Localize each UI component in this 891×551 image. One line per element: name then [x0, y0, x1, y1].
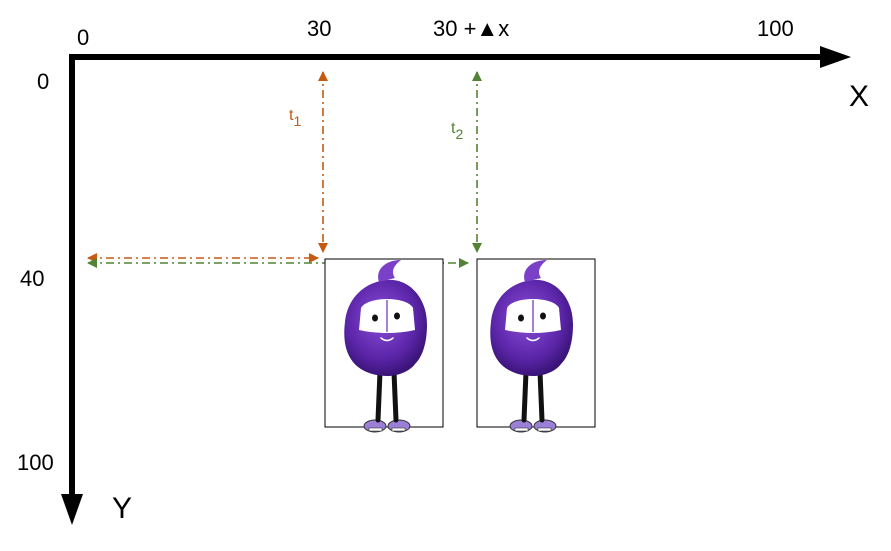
t1-label-base: t — [289, 107, 294, 124]
y-axis — [61, 54, 83, 525]
y-tick-0: 0 — [37, 69, 49, 94]
t1-label: t1 — [289, 107, 301, 129]
frame-t2 — [476, 259, 596, 432]
y-axis-arrowhead — [61, 494, 83, 525]
x-tick-100: 100 — [757, 16, 794, 41]
y-tick-40: 40 — [20, 266, 44, 291]
frame-t1 — [324, 259, 444, 432]
x-tick-30: 30 — [307, 16, 331, 41]
x-tick-0: 0 — [77, 25, 89, 50]
t1-guides — [87, 71, 328, 263]
t2-guides — [87, 71, 482, 268]
t1-label-sub: 1 — [293, 113, 301, 129]
t2-label: t2 — [451, 120, 463, 142]
x-axis-arrowhead — [820, 46, 851, 68]
x-axis — [72, 46, 851, 68]
x-axis-label: X — [849, 80, 869, 113]
y-axis-label: Y — [112, 492, 132, 525]
t2-label-sub: 2 — [455, 126, 463, 142]
y-tick-100: 100 — [17, 450, 54, 475]
x-tick-30-plus-dx: 30 +▲x — [433, 16, 509, 41]
t2-label-base: t — [451, 120, 456, 137]
